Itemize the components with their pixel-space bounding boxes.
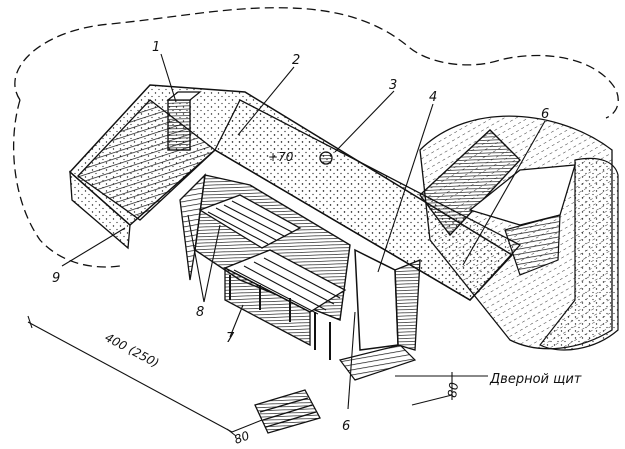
left-slab-front bbox=[69, 170, 131, 250]
vent-pipe-cap bbox=[166, 91, 202, 101]
callout-2: 2 bbox=[292, 53, 300, 68]
right-trench-floor bbox=[468, 164, 576, 226]
entrance-steps bbox=[254, 389, 321, 434]
right-ground-solid bbox=[539, 157, 619, 351]
entry-floor bbox=[338, 344, 417, 381]
terrain-left-edge bbox=[13, 99, 121, 268]
interior-left-wall bbox=[179, 173, 206, 281]
leader-lines bbox=[61, 53, 546, 410]
bottom-left-dimension: 80 bbox=[232, 428, 251, 447]
entrance-steps-lines bbox=[259, 397, 317, 428]
upper-bunk bbox=[198, 194, 302, 249]
length-dimension: 400 (250) bbox=[103, 330, 162, 370]
lower-bunk-front bbox=[224, 266, 311, 347]
right-trench-wall bbox=[419, 129, 521, 237]
callout-8: 8 bbox=[196, 305, 204, 320]
callout-6-top: 6 bbox=[541, 107, 549, 122]
callout-6-bottom: 6 bbox=[342, 419, 350, 434]
upper-bunk-slats bbox=[207, 200, 293, 245]
callout-1: 1 bbox=[152, 40, 160, 55]
callout-7: 7 bbox=[226, 331, 235, 346]
callout-3: 3 bbox=[389, 78, 397, 93]
dimension-lines bbox=[27, 315, 488, 437]
terrain-outline bbox=[14, 7, 619, 119]
callout-9: 9 bbox=[52, 271, 60, 286]
right-trench-face bbox=[504, 214, 561, 276]
vent-pipe bbox=[167, 99, 191, 151]
entry-wall bbox=[394, 259, 421, 351]
door-shield bbox=[354, 248, 399, 351]
bottom-right-dimension: 80 bbox=[445, 381, 461, 398]
lower-bunk-slats bbox=[233, 257, 341, 315]
callout-4: 4 bbox=[429, 90, 437, 105]
elevation-label: +70 bbox=[268, 150, 294, 164]
door-shield-caption: Дверной щит bbox=[489, 372, 582, 387]
ventilation-hole bbox=[319, 151, 333, 165]
